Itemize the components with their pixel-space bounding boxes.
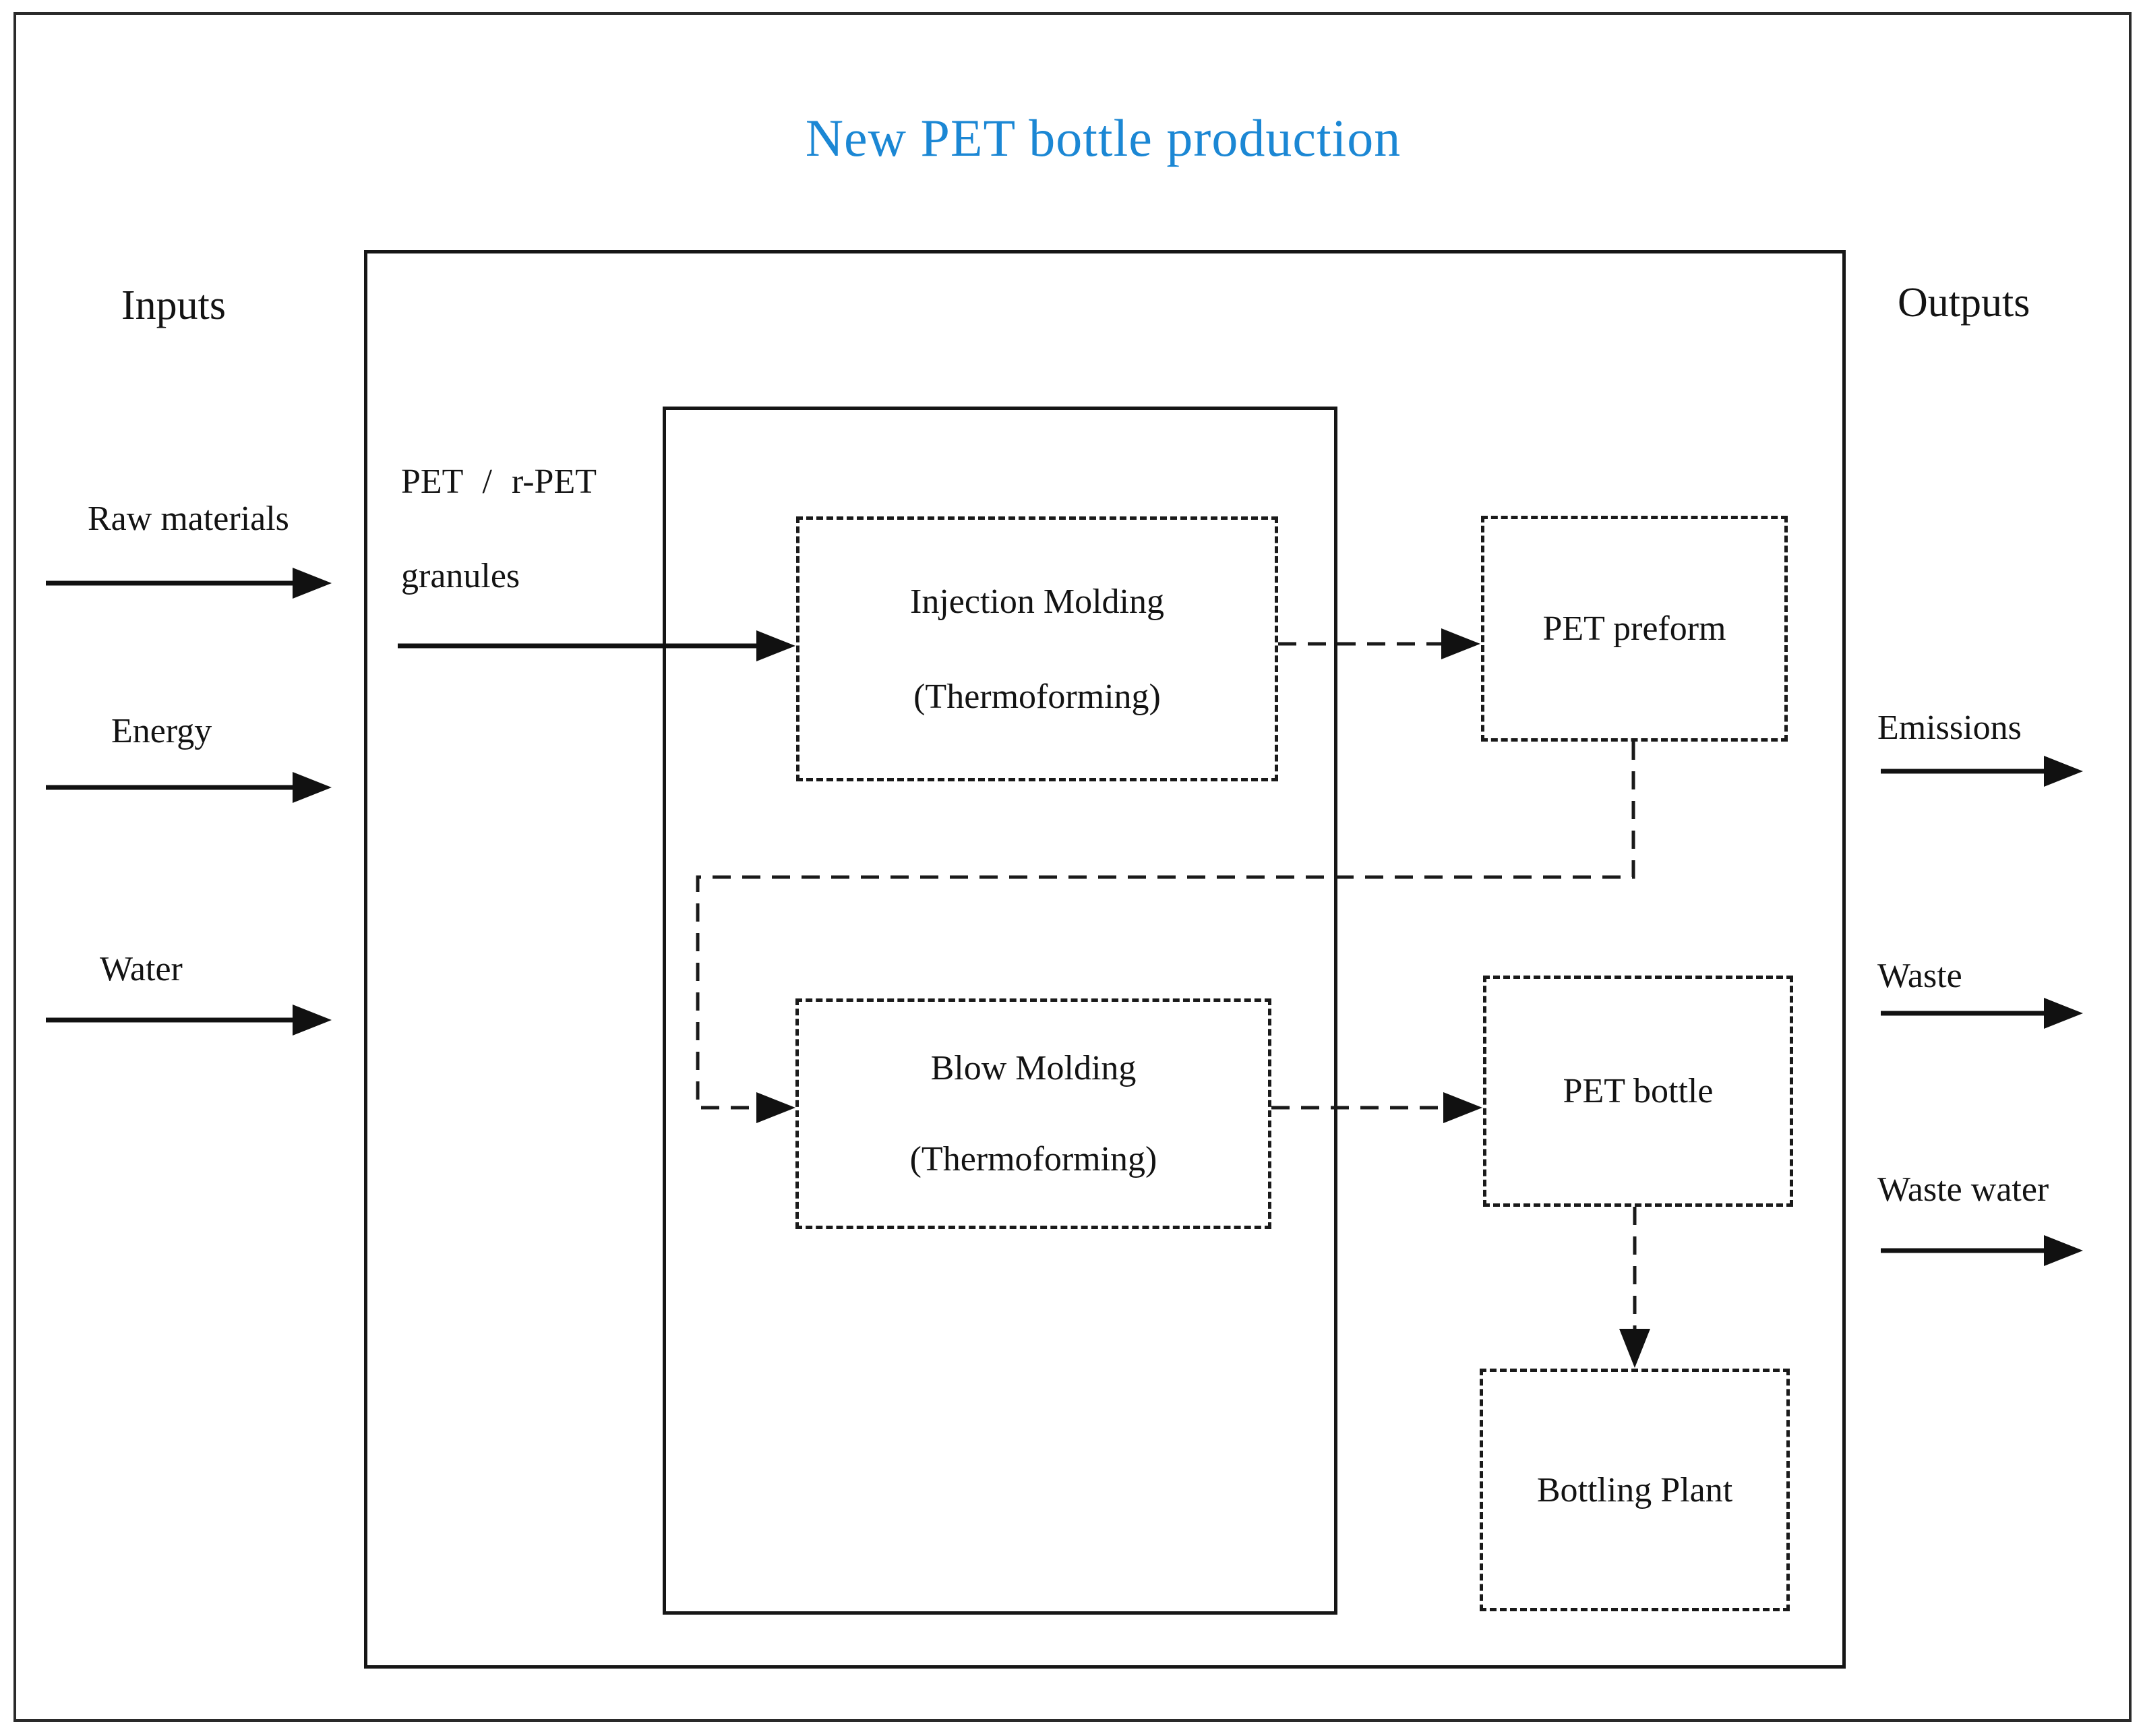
input-label-water: Water [100, 950, 183, 988]
pet-preform-label: PET preform [1542, 609, 1726, 648]
blow-thermoforming-label: (Thermoforming) [909, 1140, 1157, 1178]
process-box-blow-molding: Blow Molding (Thermoforming) [795, 998, 1271, 1229]
production-system-boundary [364, 250, 1846, 1669]
process-box-pet-bottle: PET bottle [1483, 976, 1793, 1207]
feed-label-pet-rpet: PET / r-PET [401, 462, 597, 501]
process-box-injection-molding: Injection Molding (Thermoforming) [796, 516, 1278, 781]
blow-molding-label: Blow Molding [930, 1049, 1137, 1087]
feed-label-granules: granules [401, 557, 520, 595]
input-label-raw-materials: Raw materials [88, 500, 289, 538]
output-label-emissions: Emissions [1877, 709, 2022, 747]
inputs-heading: Inputs [121, 282, 226, 328]
process-box-bottling-plant: Bottling Plant [1480, 1369, 1790, 1611]
bottling-plant-label: Bottling Plant [1536, 1470, 1733, 1509]
diagram-title: New PET bottle production [805, 109, 1401, 167]
output-label-waste: Waste [1877, 957, 1962, 995]
injection-molding-label: Injection Molding [910, 582, 1164, 621]
injection-thermoforming-label: (Thermoforming) [913, 677, 1161, 716]
process-box-pet-preform: PET preform [1481, 516, 1788, 742]
page-border [13, 12, 2132, 1722]
input-label-energy: Energy [111, 712, 212, 750]
outputs-heading: Outputs [1898, 280, 2030, 326]
pet-bottle-label: PET bottle [1563, 1072, 1714, 1110]
output-label-waste-water: Waste water [1877, 1170, 2049, 1209]
